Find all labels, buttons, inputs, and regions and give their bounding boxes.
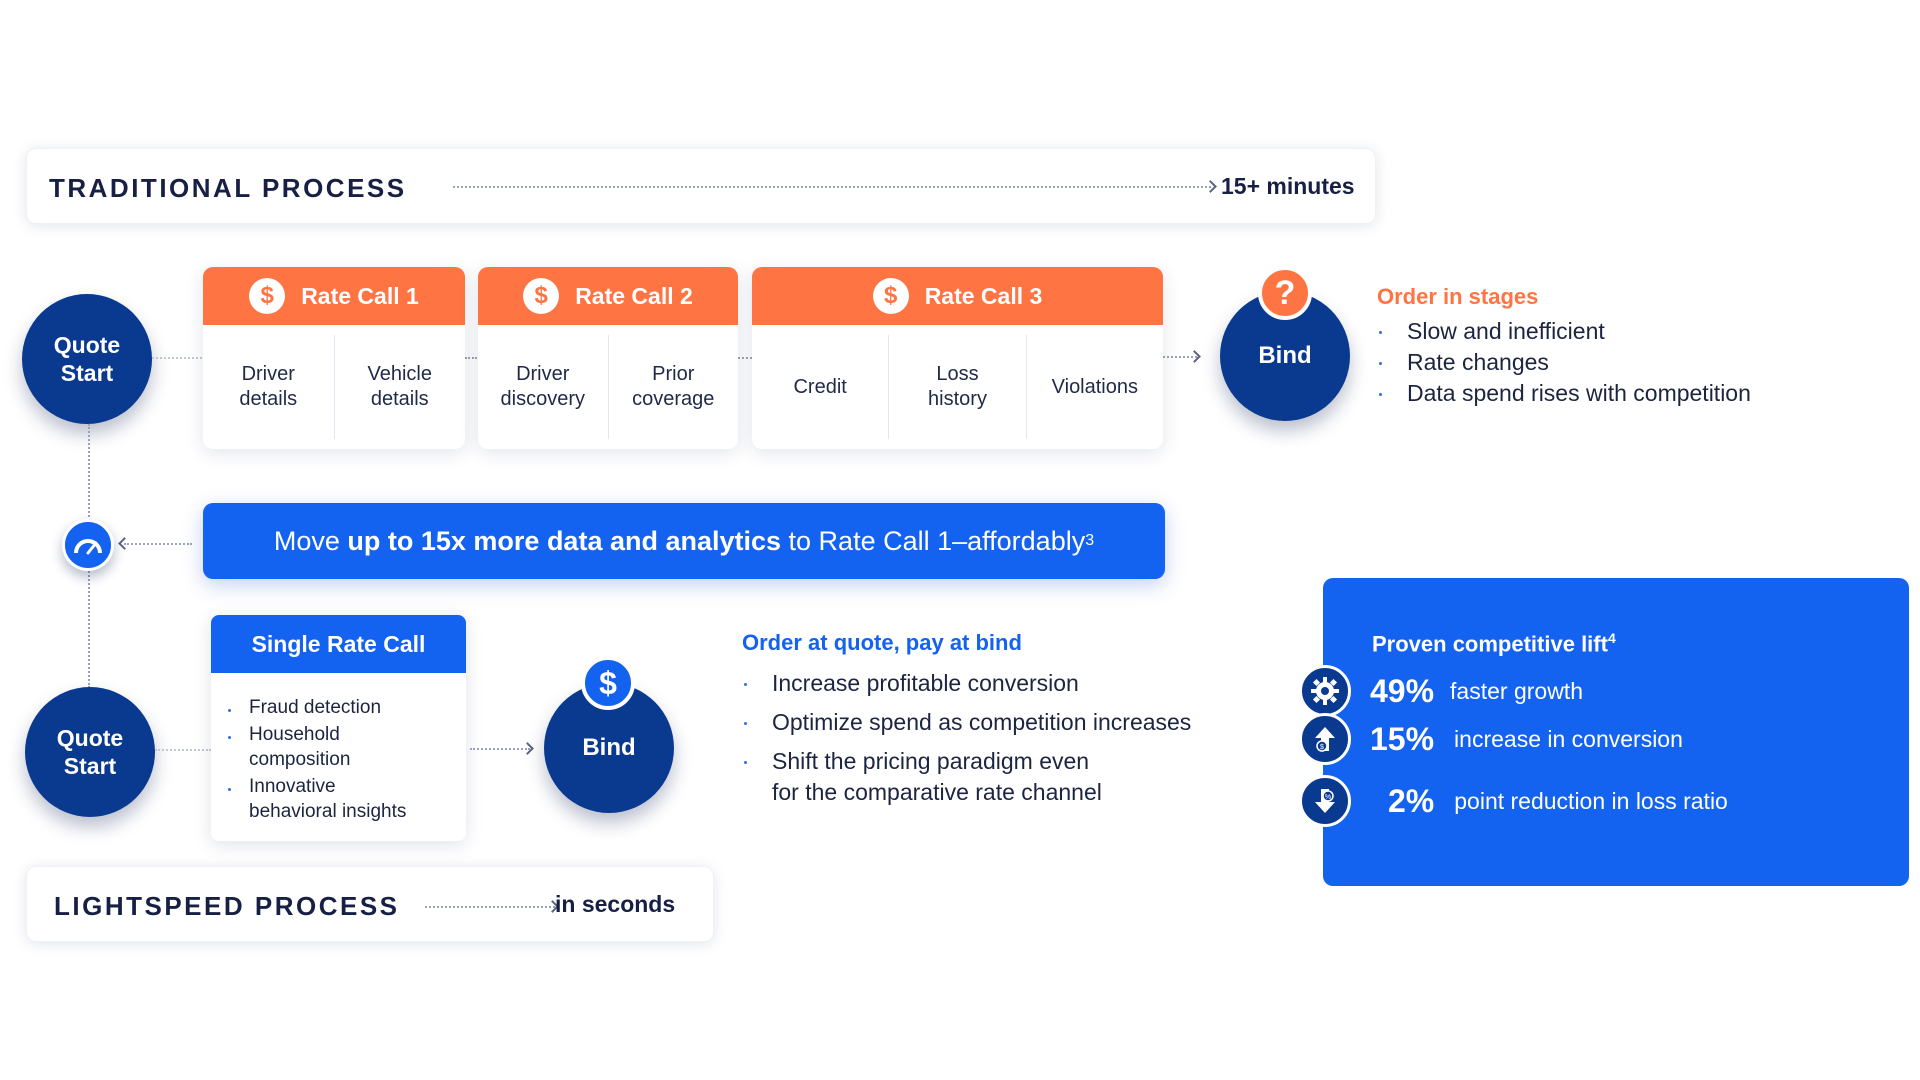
list-item: Increase profitable conversion xyxy=(742,668,1191,699)
lift-number: 2% xyxy=(1388,782,1435,819)
order-at-quote-heading: Order at quote, pay at bind xyxy=(742,630,1022,655)
list-item: Slow and inefficient xyxy=(1377,316,1751,347)
list-item: Optimize spend as competition increases xyxy=(742,707,1191,738)
traditional-time: 15+ minutes xyxy=(1221,173,1355,199)
rate-item: Violations xyxy=(1025,335,1163,439)
traditional-process-title: TRADITIONAL PROCESS xyxy=(49,173,407,203)
connector xyxy=(155,749,211,751)
arrow-icon xyxy=(521,742,534,755)
lightspeed-process-bar: LIGHTSPEED PROCESS in seconds xyxy=(26,866,714,942)
svg-text:%: % xyxy=(1325,794,1331,801)
arrow-icon xyxy=(1188,350,1201,363)
dollar-badge-icon: $ xyxy=(581,656,635,710)
lift-text: increase in conversion xyxy=(1454,725,1683,752)
data-analytics-banner: Move up to 15x more data and analytics t… xyxy=(203,503,1165,579)
gear-icon xyxy=(1299,665,1351,717)
rate-item: Credit xyxy=(793,375,847,398)
svg-text:$: $ xyxy=(1320,744,1324,751)
rate-call-2-header: $ Rate Call 2 xyxy=(478,267,738,325)
connector xyxy=(152,357,202,359)
order-in-stages-list: Slow and inefficient Rate changes Data s… xyxy=(1377,316,1751,409)
banner-connector xyxy=(124,543,192,545)
single-rate-call-card: Single Rate Call Fraud detection Househo… xyxy=(211,615,466,841)
connector xyxy=(1163,356,1197,358)
lift-number: 15% xyxy=(1370,720,1435,757)
dollar-icon: $ xyxy=(872,278,909,314)
rate-call-1-header: $ Rate Call 1 xyxy=(203,267,465,325)
traditional-process-bar: TRADITIONAL PROCESS 15+ minutes xyxy=(26,148,1376,224)
speedometer-icon xyxy=(62,519,114,571)
lift-text: point reduction in loss ratio xyxy=(1454,787,1728,814)
rate-call-3-header: $ Rate Call 3 xyxy=(752,267,1163,325)
competitive-lift-title: Proven competitive lift4 xyxy=(1372,630,1616,657)
single-rate-call-header: Single Rate Call xyxy=(211,615,466,673)
dollar-icon: $ xyxy=(249,278,286,314)
list-item: Rate changes xyxy=(1377,347,1751,378)
list-item: Data spend rises with competition xyxy=(1377,378,1751,409)
dollar-icon: $ xyxy=(523,278,560,314)
lift-number: 49% xyxy=(1370,672,1435,709)
connector xyxy=(465,357,477,359)
lightspeed-process-title: LIGHTSPEED PROCESS xyxy=(54,891,400,921)
traditional-time-line xyxy=(453,186,1211,188)
order-in-stages-heading: Order in stages xyxy=(1377,284,1539,309)
dollar-up-icon: $ xyxy=(1299,713,1351,765)
list-item: Fraud detection xyxy=(227,695,466,720)
lift-row-conversion: $ 15% increase in conversion xyxy=(1299,713,1683,765)
competitive-lift-panel: Proven competitive lift4 xyxy=(1323,578,1909,886)
traditional-arrow-icon xyxy=(1204,180,1217,193)
lift-text: faster growth xyxy=(1450,677,1583,704)
arrow-left-icon xyxy=(118,537,131,550)
connector xyxy=(470,748,530,750)
question-icon: ? xyxy=(1258,266,1312,320)
lightspeed-time-line xyxy=(425,906,555,908)
connector xyxy=(738,357,752,359)
order-at-quote-list: Increase profitable conversion Optimize … xyxy=(742,668,1191,808)
lift-row-growth: 49% faster growth xyxy=(1299,665,1583,717)
percent-down-icon: % xyxy=(1299,775,1351,827)
lightspeed-time: in seconds xyxy=(555,891,676,917)
bind-traditional: Bind xyxy=(1220,291,1350,421)
bind-lightspeed: Bind xyxy=(544,683,674,813)
lift-row-loss-ratio: % 2% point reduction in loss ratio xyxy=(1299,775,1728,827)
